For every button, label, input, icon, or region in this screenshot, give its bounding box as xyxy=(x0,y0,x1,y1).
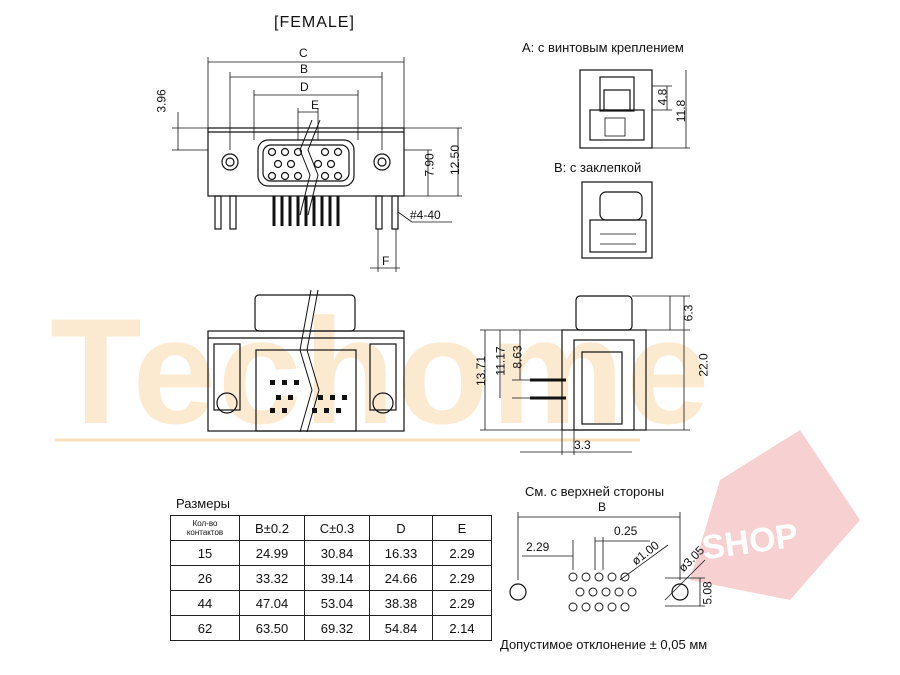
dim-63-label: 6.3 xyxy=(681,304,696,322)
pcb-dimension-lines xyxy=(517,512,706,607)
table-cell: 53.04 xyxy=(304,590,370,616)
table-cell: 2.14 xyxy=(432,615,492,641)
dim-f-label: F xyxy=(382,254,390,268)
header-c: C±0.3 xyxy=(304,515,370,541)
table-cell: 2.29 xyxy=(432,590,492,616)
dimensions-table: Кол-во контактов B±0.2 C±0.3 D E 15 24.9… xyxy=(170,515,492,641)
header-d: D xyxy=(369,515,433,541)
header-contacts: Кол-во контактов xyxy=(170,515,240,541)
bottom-front-view xyxy=(207,289,405,433)
dimensions-caption: Размеры xyxy=(176,496,231,511)
variant-b-label: B: с заклепкой xyxy=(554,160,642,175)
pcb-dim-025-label: 0.25 xyxy=(614,524,638,538)
table-cell: 24.66 xyxy=(369,565,433,591)
dim-396-label: 3.96 xyxy=(154,89,169,113)
dim-1250-label: 12.50 xyxy=(448,144,463,176)
table-row: 26 33.32 39.14 24.66 2.29 xyxy=(170,565,492,591)
dim-b-label: B xyxy=(300,62,309,76)
table-cell: 2.29 xyxy=(432,565,492,591)
dim-1117-label: 11.17 xyxy=(493,346,508,376)
table-cell: 62 xyxy=(170,615,240,641)
bottom-pin-squares xyxy=(270,380,347,413)
table-header-row: Кол-во контактов B±0.2 C±0.3 D E xyxy=(170,515,492,541)
table-cell: 39.14 xyxy=(304,565,370,591)
dim-790-label: 7.90 xyxy=(422,153,437,177)
table-cell: 44 xyxy=(170,590,240,616)
table-cell: 63.50 xyxy=(239,615,305,641)
front-view-title: [FEMALE] xyxy=(274,14,355,31)
watermark-text: Techome xyxy=(50,287,712,455)
table-cell: 47.04 xyxy=(239,590,305,616)
top-view-caption: См. с верхней стороны xyxy=(525,484,665,499)
pcb-layout-view xyxy=(509,512,706,612)
side-dimension-lines xyxy=(480,295,690,455)
table-cell: 26 xyxy=(170,565,240,591)
tolerance-note: Допустимое отклонение ± 0,05 мм xyxy=(500,637,708,652)
dim-c-label: C xyxy=(299,46,308,60)
variant-a-drawing xyxy=(579,69,690,149)
front-contact-pins xyxy=(272,196,340,226)
front-view xyxy=(172,57,462,272)
variant-a-label: A: с винтовым креплением xyxy=(522,40,684,55)
front-dimension-lines xyxy=(172,57,462,272)
table-row: 62 63.50 69.32 54.84 2.14 xyxy=(170,615,492,641)
table-cell: 16.33 xyxy=(369,540,433,566)
dim-48-label: 4.8 xyxy=(655,88,670,106)
table-cell: 30.84 xyxy=(304,540,370,566)
table-cell: 2.29 xyxy=(432,540,492,566)
dim-1371-label: 13.71 xyxy=(474,355,489,387)
table-cell: 38.38 xyxy=(369,590,433,616)
side-view xyxy=(480,295,690,455)
table-cell: 33.32 xyxy=(239,565,305,591)
pcb-dim-b-label: B xyxy=(598,500,607,514)
table-cell: 15 xyxy=(170,540,240,566)
table-cell: 24.99 xyxy=(239,540,305,566)
thread-spec-label: #4-40 xyxy=(410,208,441,222)
dim-e-label: E xyxy=(311,98,320,112)
header-e: E xyxy=(432,515,492,541)
table-row: 44 47.04 53.04 38.38 2.29 xyxy=(170,590,492,616)
dim-863-label: 8.63 xyxy=(510,345,525,369)
pcb-pad-holes xyxy=(568,572,637,612)
dim-d-label: D xyxy=(300,80,309,94)
front-pin-holes xyxy=(267,147,343,181)
table-cell: 54.84 xyxy=(369,615,433,641)
table-row: 15 24.99 30.84 16.33 2.29 xyxy=(170,540,492,566)
dim-118-label: 11.8 xyxy=(674,99,689,123)
dim-33-label: 3.3 xyxy=(574,438,591,452)
pcb-dim-508-label: 5.08 xyxy=(700,581,715,605)
header-b: B±0.2 xyxy=(239,515,305,541)
variant-b-drawing xyxy=(581,181,653,259)
pcb-dim-229-label: 2.29 xyxy=(526,540,550,554)
dim-220-label: 22.0 xyxy=(696,353,711,377)
table-cell: 69.32 xyxy=(304,615,370,641)
